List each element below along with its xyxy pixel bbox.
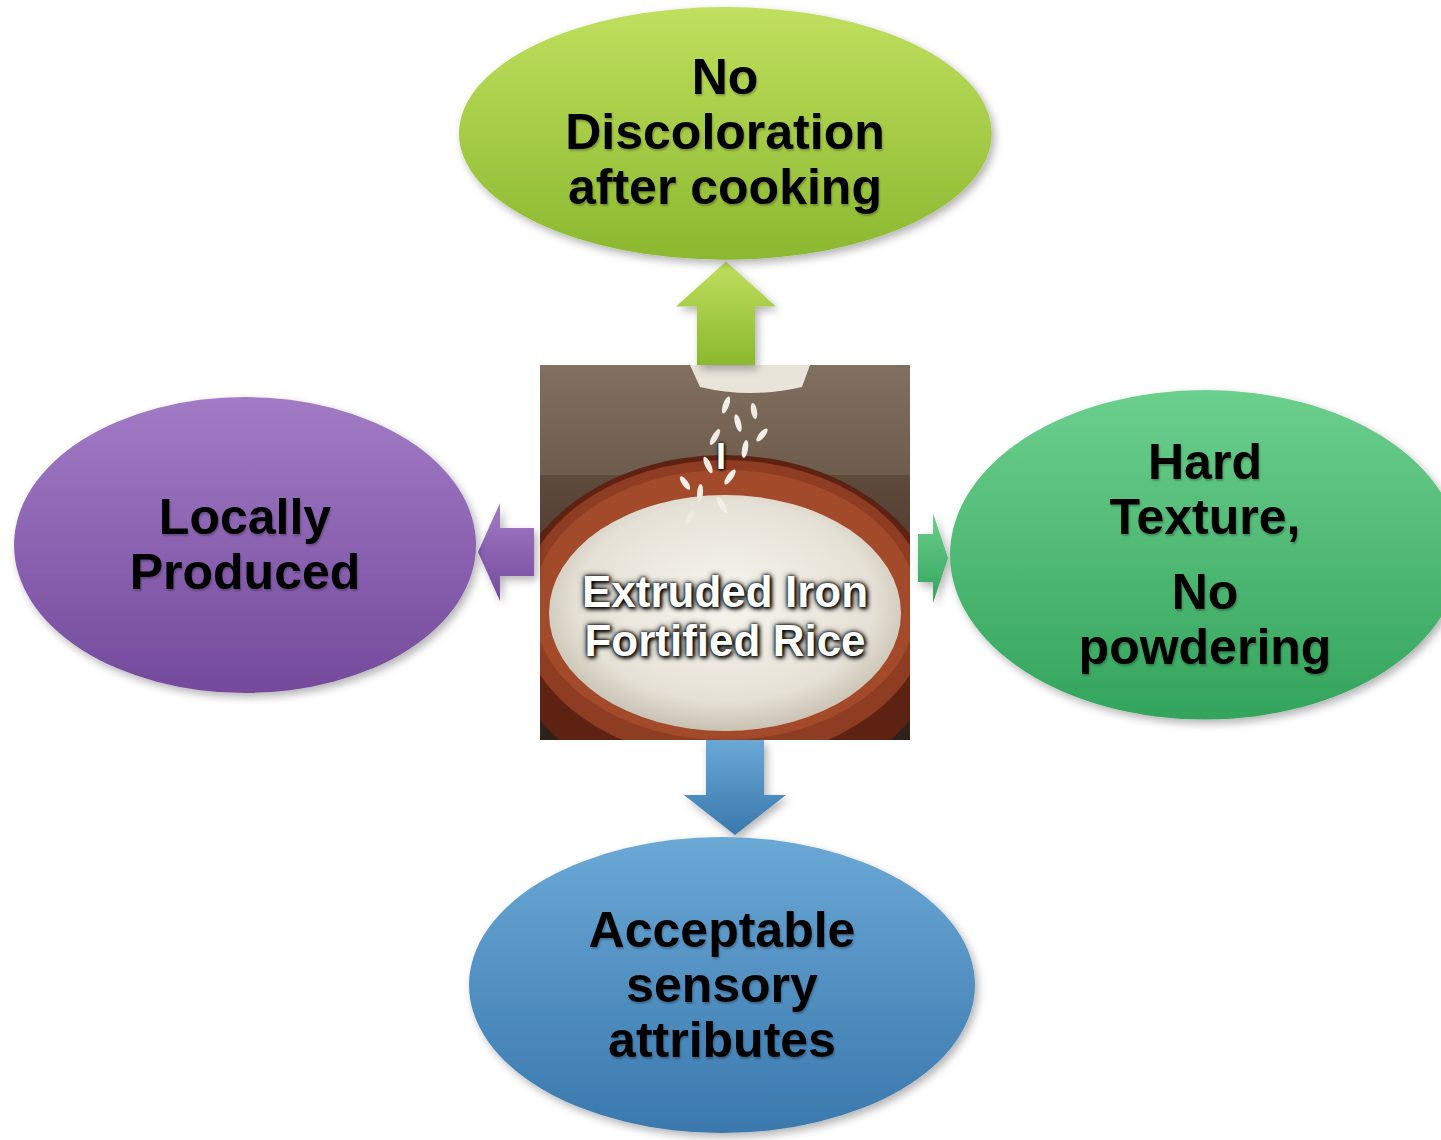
photo-part [678, 475, 692, 492]
photo-part [720, 396, 732, 415]
product-title: Extruded Iron Fortified Rice [560, 568, 890, 665]
text-group: Locally Produced [105, 490, 385, 600]
text-group: No Discoloration after cooking [550, 50, 900, 215]
photo-part [733, 414, 743, 433]
text-group: Hard Texture, No powdering [1055, 435, 1355, 675]
photo-content [540, 365, 910, 740]
photo-part [701, 456, 714, 475]
benefit-text: No Discoloration after cooking [550, 50, 900, 215]
ellipse-fill [950, 390, 1441, 720]
text-group: Acceptable sensory attributes [572, 903, 872, 1068]
product-photo-box: Extruded Iron Fortified Rice [540, 365, 910, 740]
photo-part [690, 365, 810, 393]
block-arrow [676, 261, 776, 365]
rice-bowl-photo [540, 365, 910, 740]
photo-part [740, 440, 749, 459]
benefit-ellipse: Locally Produced [12, 395, 478, 695]
photo-part [715, 496, 729, 515]
block-arrow [918, 513, 948, 603]
text-group: Extruded Iron Fortified Rice [560, 568, 890, 665]
photo-part [540, 470, 910, 740]
benefit-text: No powdering [1055, 565, 1355, 675]
benefit-ellipse: Hard Texture, No powdering [948, 388, 1441, 722]
photo-part [684, 508, 696, 525]
photo-part [540, 455, 910, 740]
benefit-ellipse: Acceptable sensory attributes [467, 835, 977, 1135]
photo-part [549, 495, 901, 731]
benefit-text: Acceptable sensory attributes [572, 903, 872, 1068]
photo-part [750, 403, 759, 420]
block-arrow [684, 740, 786, 835]
ellipse-fill [14, 397, 476, 693]
benefit-text: Locally Produced [105, 490, 385, 600]
photo-part [540, 365, 910, 740]
stray-letter: I [716, 436, 726, 478]
photo-part [540, 460, 910, 740]
photo-part [696, 484, 704, 502]
photo-part [755, 427, 770, 443]
benefit-ellipse: No Discoloration after cooking [457, 5, 994, 262]
benefit-text: Hard Texture, [1055, 435, 1355, 545]
ellipse-fill [459, 7, 992, 260]
ellipse-fill [469, 837, 975, 1133]
block-arrow [478, 503, 534, 601]
